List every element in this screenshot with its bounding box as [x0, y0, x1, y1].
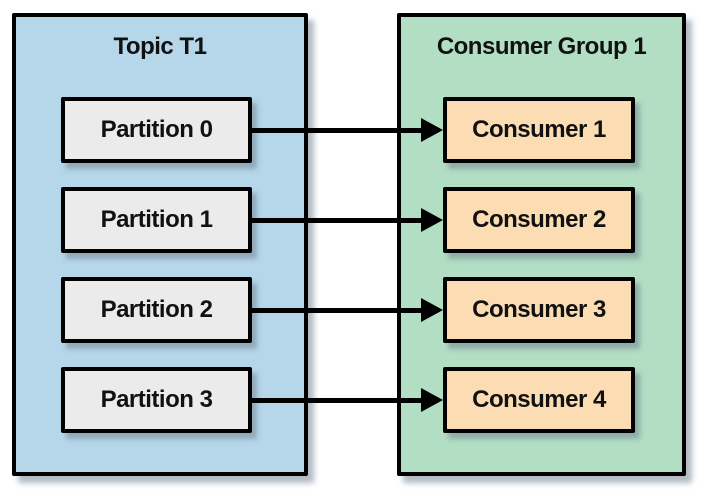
- partition-label: Partition 1: [100, 206, 213, 233]
- consumer-group-title: Consumer Group 1: [436, 33, 647, 60]
- arrow-partition2-to-consumer3: [251, 298, 443, 322]
- partition-node-0: Partition 0: [61, 97, 252, 163]
- arrowhead-right-icon: [421, 298, 443, 322]
- partition-node-2: Partition 2: [61, 277, 252, 343]
- arrow-partition3-to-consumer4: [251, 388, 443, 412]
- partition-label: Partition 0: [100, 116, 213, 143]
- consumer-node-1: Consumer 2: [443, 187, 635, 253]
- consumer-label: Consumer 2: [472, 206, 606, 233]
- arrow-line: [251, 127, 421, 133]
- consumer-label: Consumer 1: [472, 116, 606, 143]
- arrow-line: [251, 397, 421, 403]
- arrow-partition0-to-consumer1: [251, 118, 443, 142]
- consumer-node-2: Consumer 3: [443, 277, 635, 343]
- arrowhead-right-icon: [421, 118, 443, 142]
- consumer-label: Consumer 4: [472, 386, 606, 413]
- arrow-partition1-to-consumer2: [251, 208, 443, 232]
- arrowhead-right-icon: [421, 388, 443, 412]
- consumer-label: Consumer 3: [472, 296, 606, 323]
- topic-group-box: Topic T1 Partition 0 Partition 1 Partiti…: [12, 13, 308, 476]
- partition-label: Partition 2: [100, 296, 213, 323]
- partition-node-3: Partition 3: [61, 367, 252, 433]
- topic-group-title: Topic T1: [113, 33, 207, 60]
- arrow-line: [251, 307, 421, 313]
- arrow-line: [251, 217, 421, 223]
- partition-label: Partition 3: [100, 386, 213, 413]
- consumer-node-3: Consumer 4: [443, 367, 635, 433]
- arrowhead-right-icon: [421, 208, 443, 232]
- partition-node-1: Partition 1: [61, 187, 252, 253]
- consumer-node-0: Consumer 1: [443, 97, 635, 163]
- consumer-group-box: Consumer Group 1 Consumer 1 Consumer 2 C…: [397, 13, 686, 476]
